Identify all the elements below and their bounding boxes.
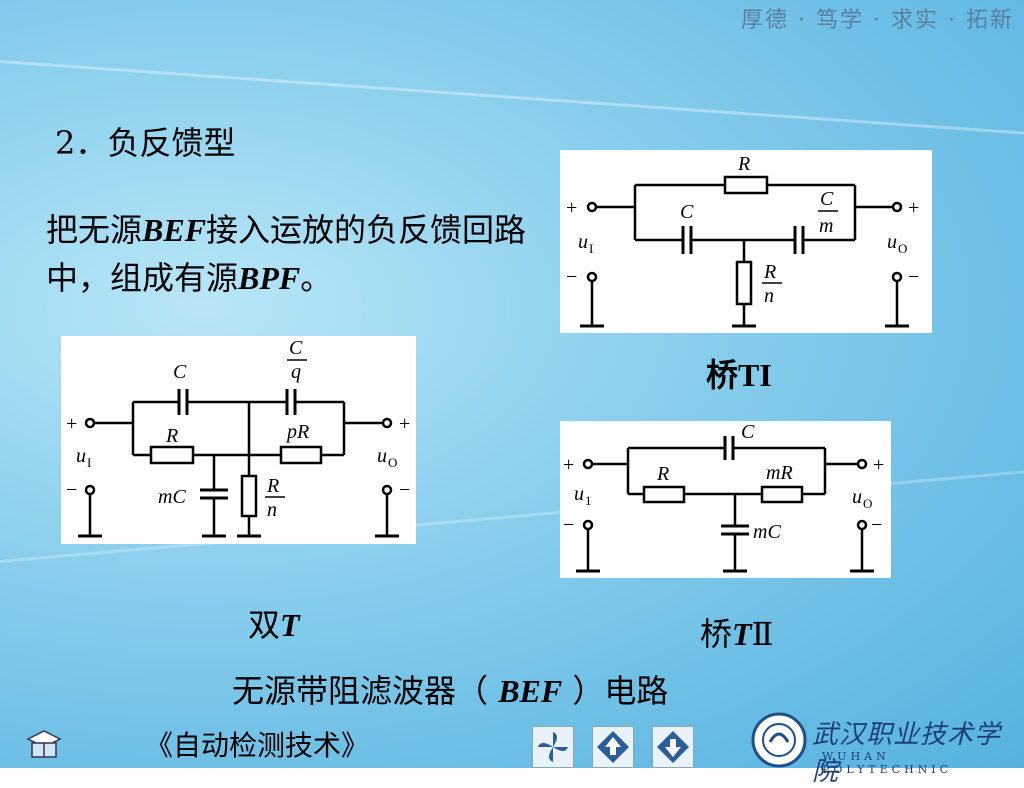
minus-out: − [908, 266, 919, 288]
bridge-t2-caption-suffix: Ⅱ [751, 615, 774, 653]
school-motto: 厚德 · 笃学 · 求实 · 拓新 [741, 8, 1014, 33]
label-uo-sub: O [898, 241, 907, 256]
label-rn-numerator: R [266, 475, 279, 497]
label-mr: mR [766, 462, 793, 484]
bridge-t1-caption: 桥TI [706, 357, 772, 393]
label-c: C [741, 421, 755, 443]
label-uo: u [887, 231, 897, 253]
para-text-2: 接入运放的负反馈回路中，组成有源 [46, 211, 527, 297]
next-page-button[interactable] [652, 726, 694, 768]
figure-title-pre: 无源带阻滤波器（ [232, 672, 499, 710]
bridge-t2-caption-t: T [732, 616, 752, 652]
label-uo-sub: O [388, 455, 397, 470]
section-heading: 2．负反馈型 [55, 124, 236, 162]
label-ui-sub: I [589, 241, 593, 256]
label-ui-sub: 1 [585, 493, 592, 508]
minus-in: − [563, 514, 574, 536]
minus-out: − [871, 514, 882, 536]
minus-in: − [566, 266, 577, 288]
label-ui-sub: I [87, 455, 91, 470]
para-bef: BEF [142, 212, 207, 248]
arrow-up-icon [597, 731, 629, 763]
arrow-down-icon [657, 731, 689, 763]
previous-page-button[interactable] [592, 726, 634, 768]
label-pr: pR [285, 421, 309, 443]
minus-out: − [399, 479, 410, 501]
label-uo-sub: O [863, 496, 872, 511]
bridge-t1-circuit: R C C m R n + + − − u I u O [560, 150, 932, 333]
plus-in: + [563, 454, 574, 476]
plus-out: + [873, 454, 884, 476]
pinwheel-icon [538, 732, 568, 762]
label-ui: u [574, 483, 584, 505]
label-ui: u [76, 445, 86, 467]
label-r-numerator: R [763, 261, 776, 283]
label-uo: u [852, 486, 862, 508]
figure-title-post: ）电路 [562, 672, 669, 710]
plus-in: + [66, 413, 77, 435]
course-title: 《自动检测技术》 [145, 729, 370, 762]
double-t-caption-t: T [280, 607, 300, 643]
double-t-caption-text: 双 [248, 606, 281, 644]
plus-out: + [908, 197, 919, 219]
school-name-en: WUHAN POLYTECHNIC [822, 750, 953, 776]
label-cq-numerator: C [289, 337, 303, 359]
label-r: R [737, 153, 750, 175]
plus-out: + [399, 413, 410, 435]
minus-in: − [66, 479, 77, 501]
plus-in: + [566, 197, 577, 219]
home-button[interactable] [532, 726, 574, 768]
para-text-3: 。 [300, 259, 333, 297]
bridge-t2-circuit: C R mR mC + + − − u 1 u O [560, 421, 891, 578]
label-ui: u [578, 231, 588, 253]
label-r-denominator: n [764, 285, 774, 307]
label-rn-denominator: n [267, 499, 277, 521]
para-bpf: BPF [238, 260, 301, 296]
double-t-circuit: C C q R pR mC R n + + − − u I u O [61, 336, 416, 544]
label-r: R [656, 463, 669, 485]
school-logo [748, 712, 810, 768]
description-paragraph: 把无源BEF接入运放的负反馈回路中，组成有源BPF。 [46, 206, 546, 302]
label-c: C [173, 361, 187, 383]
double-t-caption: 双T [248, 600, 300, 646]
label-mc: mC [753, 521, 781, 543]
label-c: C [680, 201, 694, 223]
label-cq-denominator: q [291, 361, 301, 383]
para-text-1: 把无源 [46, 211, 143, 249]
label-mc: mC [158, 486, 186, 508]
bridge-t2-caption: 桥TⅡ [700, 609, 773, 655]
figure-title: 无源带阻滤波器（ BEF ）电路 [232, 666, 668, 712]
label-c-denominator: m [819, 215, 833, 237]
label-c-numerator: C [820, 188, 834, 210]
figure-title-bef: BEF [498, 673, 563, 709]
book-icon [26, 727, 62, 761]
label-r: R [165, 425, 178, 447]
bridge-t2-caption-text: 桥 [700, 615, 733, 653]
label-uo: u [377, 445, 387, 467]
